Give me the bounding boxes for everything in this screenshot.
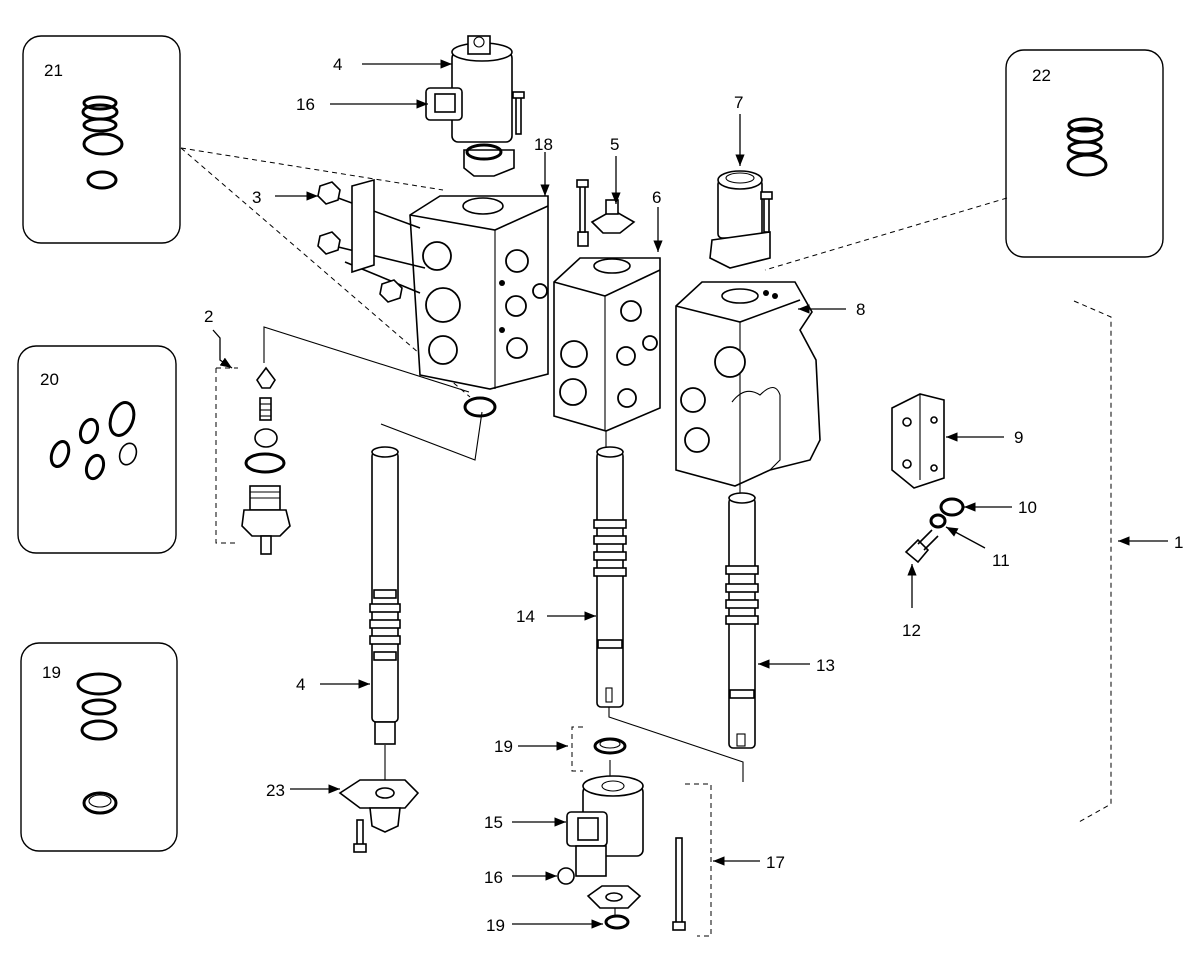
callout-9: 9 (1014, 428, 1023, 447)
callout-4-spool: 4 (296, 675, 305, 694)
callout-1: 1 (1174, 533, 1183, 552)
callout-13: 13 (816, 656, 835, 675)
callout-3: 3 (252, 188, 261, 207)
solenoid-valve-top (425, 35, 525, 177)
assembly-lines (263, 326, 744, 915)
callout-5: 5 (610, 135, 619, 154)
o-ring-icon (1066, 153, 1108, 177)
screw (515, 95, 522, 135)
callout-12: 12 (902, 621, 921, 640)
seal-19-mid (593, 737, 627, 755)
washer-11 (929, 513, 947, 529)
washer-icon (118, 442, 138, 466)
callout-14: 14 (516, 607, 535, 626)
callout-18: 18 (534, 135, 553, 154)
tie-rod-nut (317, 181, 341, 205)
valve-section-8 (675, 170, 821, 487)
callout-6: 6 (652, 188, 661, 207)
callout-16-top: 16 (296, 95, 315, 114)
washer-10 (939, 497, 965, 517)
callout-numbers: 4 16 18 3 5 6 7 8 2 9 10 11 12 1 13 14 4… (204, 55, 1183, 935)
seal-kit-21-box: 21 (22, 35, 181, 244)
callout-4-top: 4 (333, 55, 342, 74)
end-cap-23 (338, 779, 420, 853)
screw (763, 197, 770, 233)
o-ring-icon (108, 401, 136, 437)
callout-23: 23 (266, 781, 285, 800)
spool-13 (725, 492, 759, 749)
spool-4 (369, 446, 401, 745)
seal-ring-icon (82, 791, 118, 815)
seal-kit-22-box: 22 (1005, 49, 1164, 258)
callout-15: 15 (484, 813, 503, 832)
solenoid-valve-bottom (557, 775, 686, 931)
kit-19-label: 19 (42, 663, 61, 682)
bracket (351, 178, 375, 274)
valve-section-18 (317, 178, 549, 390)
o-ring-icon (78, 417, 100, 445)
kit-20-label: 20 (40, 370, 59, 389)
valve-section-6 (553, 179, 661, 432)
callout-17: 17 (766, 853, 785, 872)
kit-21-label: 21 (44, 61, 63, 80)
relief-valve-2 (241, 366, 291, 555)
callout-19-bottom: 19 (486, 916, 505, 935)
callout-2: 2 (204, 307, 213, 326)
long-screw (675, 837, 683, 925)
callout-arrows (212, 59, 1168, 929)
o-ring-icon (84, 453, 106, 481)
mounting-bracket-9 (891, 393, 945, 489)
callout-10: 10 (1018, 498, 1037, 517)
bolt-12 (904, 529, 939, 564)
seal-ring-icon (82, 95, 118, 111)
callout-7: 7 (734, 93, 743, 112)
screw (579, 185, 586, 233)
seal-kit-19-box: 19 (20, 642, 178, 852)
callout-11: 11 (992, 551, 1010, 570)
callout-19-mid: 19 (494, 737, 513, 756)
callout-16-bottom: 16 (484, 868, 503, 887)
o-ring-icon (76, 672, 122, 696)
kit-22-label: 22 (1032, 66, 1051, 85)
spool-14 (593, 446, 627, 708)
seal-kit-20-box: 20 (17, 345, 177, 554)
seal-ring-icon (1067, 117, 1103, 133)
o-ring (463, 396, 497, 418)
callout-8: 8 (856, 300, 865, 319)
o-ring-icon (82, 132, 124, 156)
o-ring-icon (49, 439, 71, 469)
o-ring-icon (86, 170, 118, 190)
